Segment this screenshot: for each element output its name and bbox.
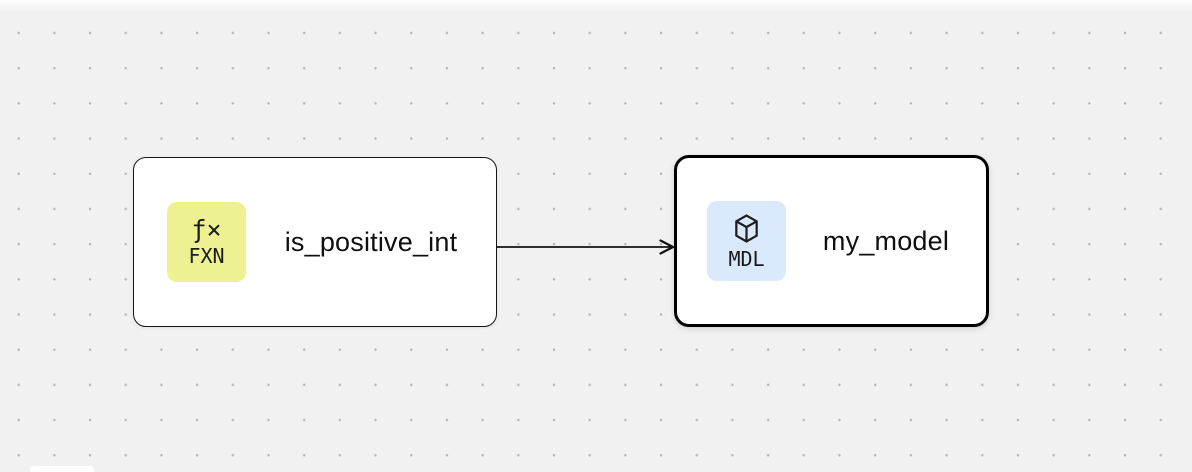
canvas-top-fade — [0, 0, 1192, 11]
cube-icon — [735, 213, 758, 243]
node-label: is_positive_int — [284, 226, 458, 257]
edge-arrowhead-icon — [659, 239, 675, 255]
model-badge-label: MDL — [728, 246, 765, 271]
attribution-panel-partial — [30, 466, 94, 472]
node-label: my_model — [822, 225, 950, 256]
model-badge: MDL — [707, 201, 786, 281]
node-is-positive-int[interactable]: ƒ× FXN is_positive_int — [133, 157, 497, 327]
function-badge-label: FXN — [188, 244, 225, 269]
function-badge: ƒ× FXN — [167, 202, 246, 282]
function-icon: ƒ× — [191, 214, 222, 244]
node-my-model[interactable]: MDL my_model — [674, 155, 989, 327]
